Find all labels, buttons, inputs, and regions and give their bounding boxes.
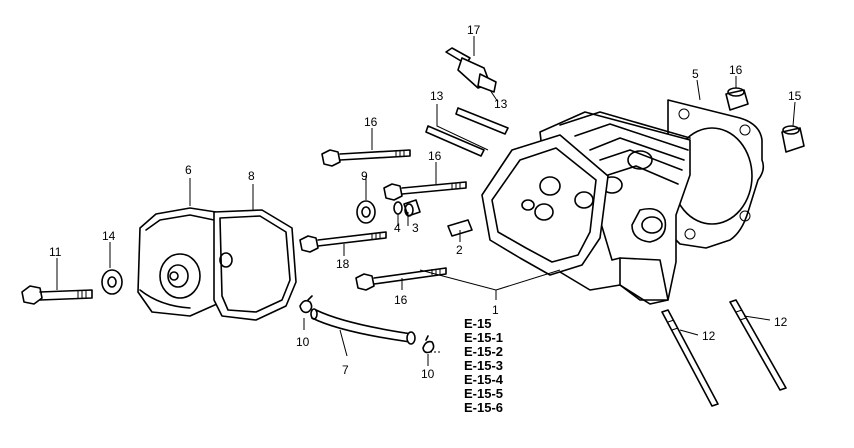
collar-16 <box>725 87 749 111</box>
seal-9 <box>356 200 376 224</box>
ref-e15-2[interactable]: E-15-2 <box>464 344 503 359</box>
head-bolt-16-bottom <box>355 267 447 291</box>
hose-clip-left <box>299 295 313 314</box>
breather-tube <box>310 308 416 345</box>
dowel-pin-2 <box>447 219 473 237</box>
hose-clip-right <box>422 335 435 354</box>
dowel-3 <box>403 199 421 217</box>
callout-8: 8 <box>248 169 255 183</box>
callout-2: 2 <box>456 243 463 257</box>
callout-12-right: 12 <box>774 315 788 329</box>
callout-17: 17 <box>467 23 481 37</box>
spark-plug <box>445 47 497 93</box>
callout-14: 14 <box>102 229 116 243</box>
callout-7: 7 <box>342 363 349 377</box>
callout-9: 9 <box>361 169 368 183</box>
collar-15 <box>781 125 805 153</box>
callout-18: 18 <box>336 257 350 271</box>
callout-13-upper: 13 <box>430 89 444 103</box>
callout-10-left: 10 <box>296 335 310 349</box>
callout-15: 15 <box>788 89 802 103</box>
head-bolt-18 <box>299 231 387 253</box>
ref-e15-5[interactable]: E-15-5 <box>464 386 503 401</box>
callout-11: 11 <box>49 245 62 259</box>
ref-e15-4[interactable]: E-15-4 <box>464 372 504 387</box>
ref-e15[interactable]: E-15 <box>464 316 491 331</box>
rocker-chamber <box>481 134 609 276</box>
head-gasket <box>667 99 765 249</box>
head-cover-packing <box>213 209 297 321</box>
ref-e15-3[interactable]: E-15-3 <box>464 358 503 373</box>
head-bolt-16-top <box>321 149 411 167</box>
washer-14 <box>101 269 123 295</box>
callout-3: 3 <box>412 221 419 235</box>
callout-10-right: 10 <box>421 367 435 381</box>
callout-5: 5 <box>692 67 699 81</box>
stud-12-left <box>661 309 719 407</box>
callout-6: 6 <box>185 163 192 177</box>
callout-16-bottom: 16 <box>394 293 408 307</box>
head-bolt-16-mid <box>383 181 467 201</box>
callout-16-mid: 16 <box>428 149 442 163</box>
reference-list: E-15 E-15-1 E-15-2 E-15-3 E-15-4 E-15-5 … <box>464 316 504 415</box>
callout-12-left: 12 <box>702 329 716 343</box>
stud-13-lower <box>425 125 485 157</box>
leader-lines <box>56 36 796 366</box>
callout-labels: 1 2 3 4 5 6 7 8 9 10 10 11 12 12 13 13 1… <box>49 23 802 381</box>
stud-12-right <box>729 299 787 391</box>
stud-13-upper <box>455 107 509 135</box>
callout-13-lower: 13 <box>494 97 508 111</box>
flange-bolt-11 <box>21 285 93 305</box>
ref-e15-1[interactable]: E-15-1 <box>464 330 503 345</box>
ring-4 <box>393 201 403 215</box>
callout-16-collar: 16 <box>729 63 743 77</box>
head-cover <box>137 207 236 317</box>
ref-e15-6[interactable]: E-15-6 <box>464 400 503 415</box>
callout-4: 4 <box>394 221 401 235</box>
callout-16-top: 16 <box>364 115 378 129</box>
callout-1: 1 <box>492 303 499 317</box>
